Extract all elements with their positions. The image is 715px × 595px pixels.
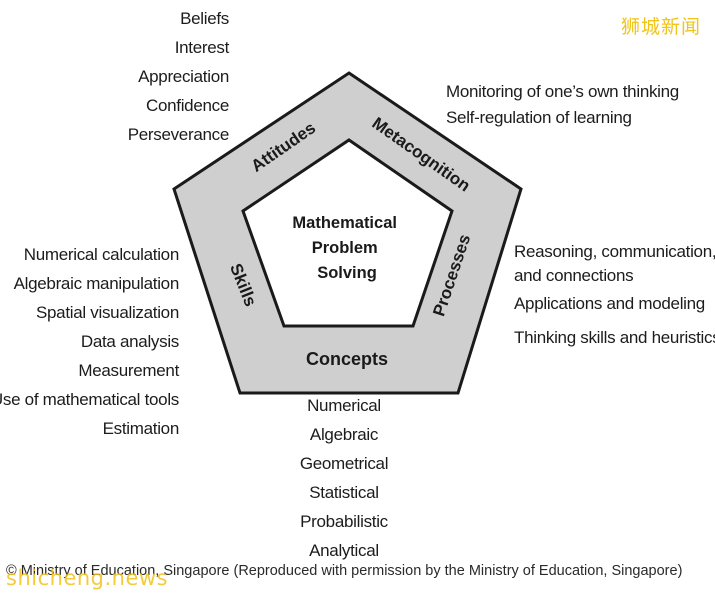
- list-item: Numerical calculation: [23, 245, 180, 264]
- metacognition-list: Monitoring of one’s own thinking Self-re…: [446, 79, 679, 131]
- list-item: Perseverance: [127, 125, 230, 144]
- list-item: Algebraic manipulation: [13, 274, 180, 293]
- watermark-cn: 狮城新闻: [620, 16, 701, 38]
- list-item: Beliefs: [180, 9, 229, 28]
- attitudes-list: Beliefs Interest Appreciation Confidence…: [127, 4, 230, 149]
- list-item: Spatial visualization: [35, 303, 179, 322]
- watermark-en: shicheng.news: [6, 566, 169, 590]
- list-item: Use of mathematical tools: [0, 390, 179, 409]
- center-label-line: Mathematical: [292, 214, 397, 232]
- center-label: Mathematical Problem Solving: [292, 214, 401, 282]
- list-item: Thinking skills and heuristics: [514, 328, 715, 347]
- side-label-concepts: Concepts: [306, 349, 388, 369]
- credit-line: © Ministry of Education, Singapore (Repr…: [6, 563, 683, 579]
- list-item: Data analysis: [80, 332, 179, 351]
- processes-list: Reasoning, communication, and connection…: [514, 240, 715, 352]
- list-item: Appreciation: [138, 67, 229, 86]
- skills-list: Numerical calculation Algebraic manipula…: [0, 240, 179, 443]
- inner-pentagon: [241, 138, 454, 328]
- concepts-list: Numerical Algebraic Geometrical Statisti…: [264, 391, 424, 565]
- center-label-line: Problem: [312, 239, 378, 257]
- list-item: Numerical: [307, 396, 381, 415]
- list-item: Confidence: [145, 96, 229, 115]
- list-item: Statistical: [309, 483, 379, 502]
- list-item: Monitoring of one’s own thinking: [446, 82, 679, 101]
- list-item: Interest: [174, 38, 230, 57]
- list-item: Algebraic: [309, 425, 379, 444]
- list-item: Self-regulation of learning: [446, 108, 632, 127]
- list-item: and connections: [514, 266, 634, 285]
- list-item: Analytical: [309, 541, 379, 560]
- center-label-line: Solving: [317, 264, 377, 282]
- list-item: Applications and modeling: [514, 294, 705, 313]
- list-item: Probabilistic: [300, 512, 388, 531]
- list-item: Reasoning, communication,: [514, 242, 715, 261]
- list-item: Geometrical: [299, 454, 389, 473]
- list-item: Measurement: [78, 361, 179, 380]
- list-item: Estimation: [102, 419, 180, 438]
